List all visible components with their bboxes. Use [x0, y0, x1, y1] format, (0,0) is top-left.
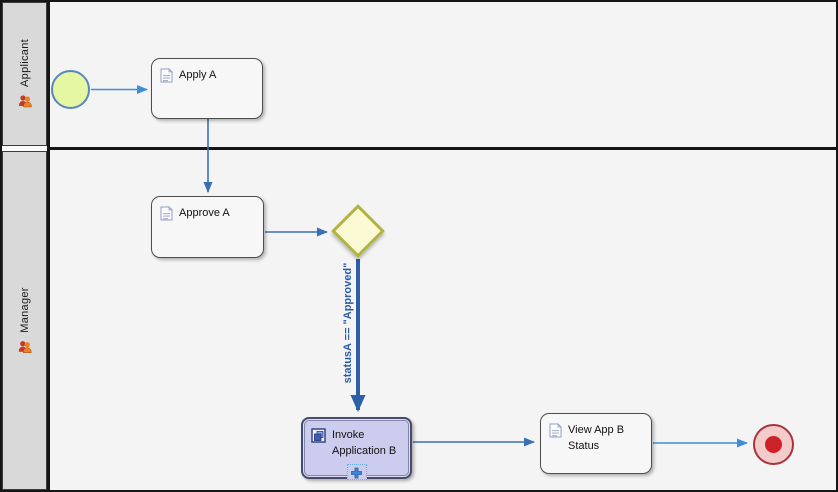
- people-icon: [18, 95, 32, 108]
- task-invoke-application-b[interactable]: Invoke Application B: [301, 417, 412, 480]
- task-document-icon: [160, 68, 173, 83]
- lane-header-divider: [47, 2, 50, 490]
- lane-divider: [47, 147, 836, 150]
- task-document-icon: [160, 206, 173, 221]
- end-event-dot: [765, 436, 782, 453]
- start-event[interactable]: [51, 70, 90, 109]
- lane-header-manager[interactable]: Manager: [2, 151, 47, 490]
- task-label: Apply A: [179, 69, 217, 81]
- subprocess-expand-button[interactable]: [346, 464, 367, 480]
- call-activity-icon: [311, 428, 326, 443]
- people-icon: [18, 340, 32, 353]
- task-view-app-b-status[interactable]: View App B Status: [540, 413, 652, 474]
- lane-header-applicant[interactable]: Applicant: [2, 2, 47, 146]
- task-label: Approve A: [179, 207, 230, 219]
- flow-condition-label: statusA == "Approved": [342, 262, 354, 384]
- lane-label-applicant: Applicant: [18, 39, 31, 87]
- end-event[interactable]: [753, 424, 794, 465]
- task-approve-a[interactable]: Approve A: [151, 196, 264, 258]
- task-document-icon: [549, 423, 562, 438]
- lane-label-manager: Manager: [18, 286, 31, 333]
- expand-plus-icon: [351, 467, 362, 478]
- task-label: Invoke Application B: [332, 429, 397, 457]
- task-label: View App B Status: [568, 424, 625, 452]
- task-apply-a[interactable]: Apply A: [151, 58, 263, 119]
